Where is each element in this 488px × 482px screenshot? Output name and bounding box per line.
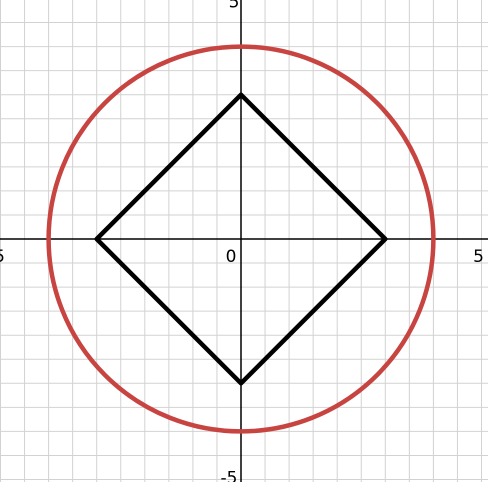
- tick-label-y-min: -5: [221, 469, 238, 482]
- tick-label-x-min: -5: [0, 247, 5, 267]
- circle-curve: [46, 44, 436, 434]
- plot-series: [46, 44, 436, 434]
- diamond-polygon: [94, 92, 388, 386]
- tick-label-origin: 0: [226, 247, 237, 267]
- tick-label-x-max: 5: [473, 247, 484, 267]
- tick-label-y-max: 5: [229, 0, 240, 13]
